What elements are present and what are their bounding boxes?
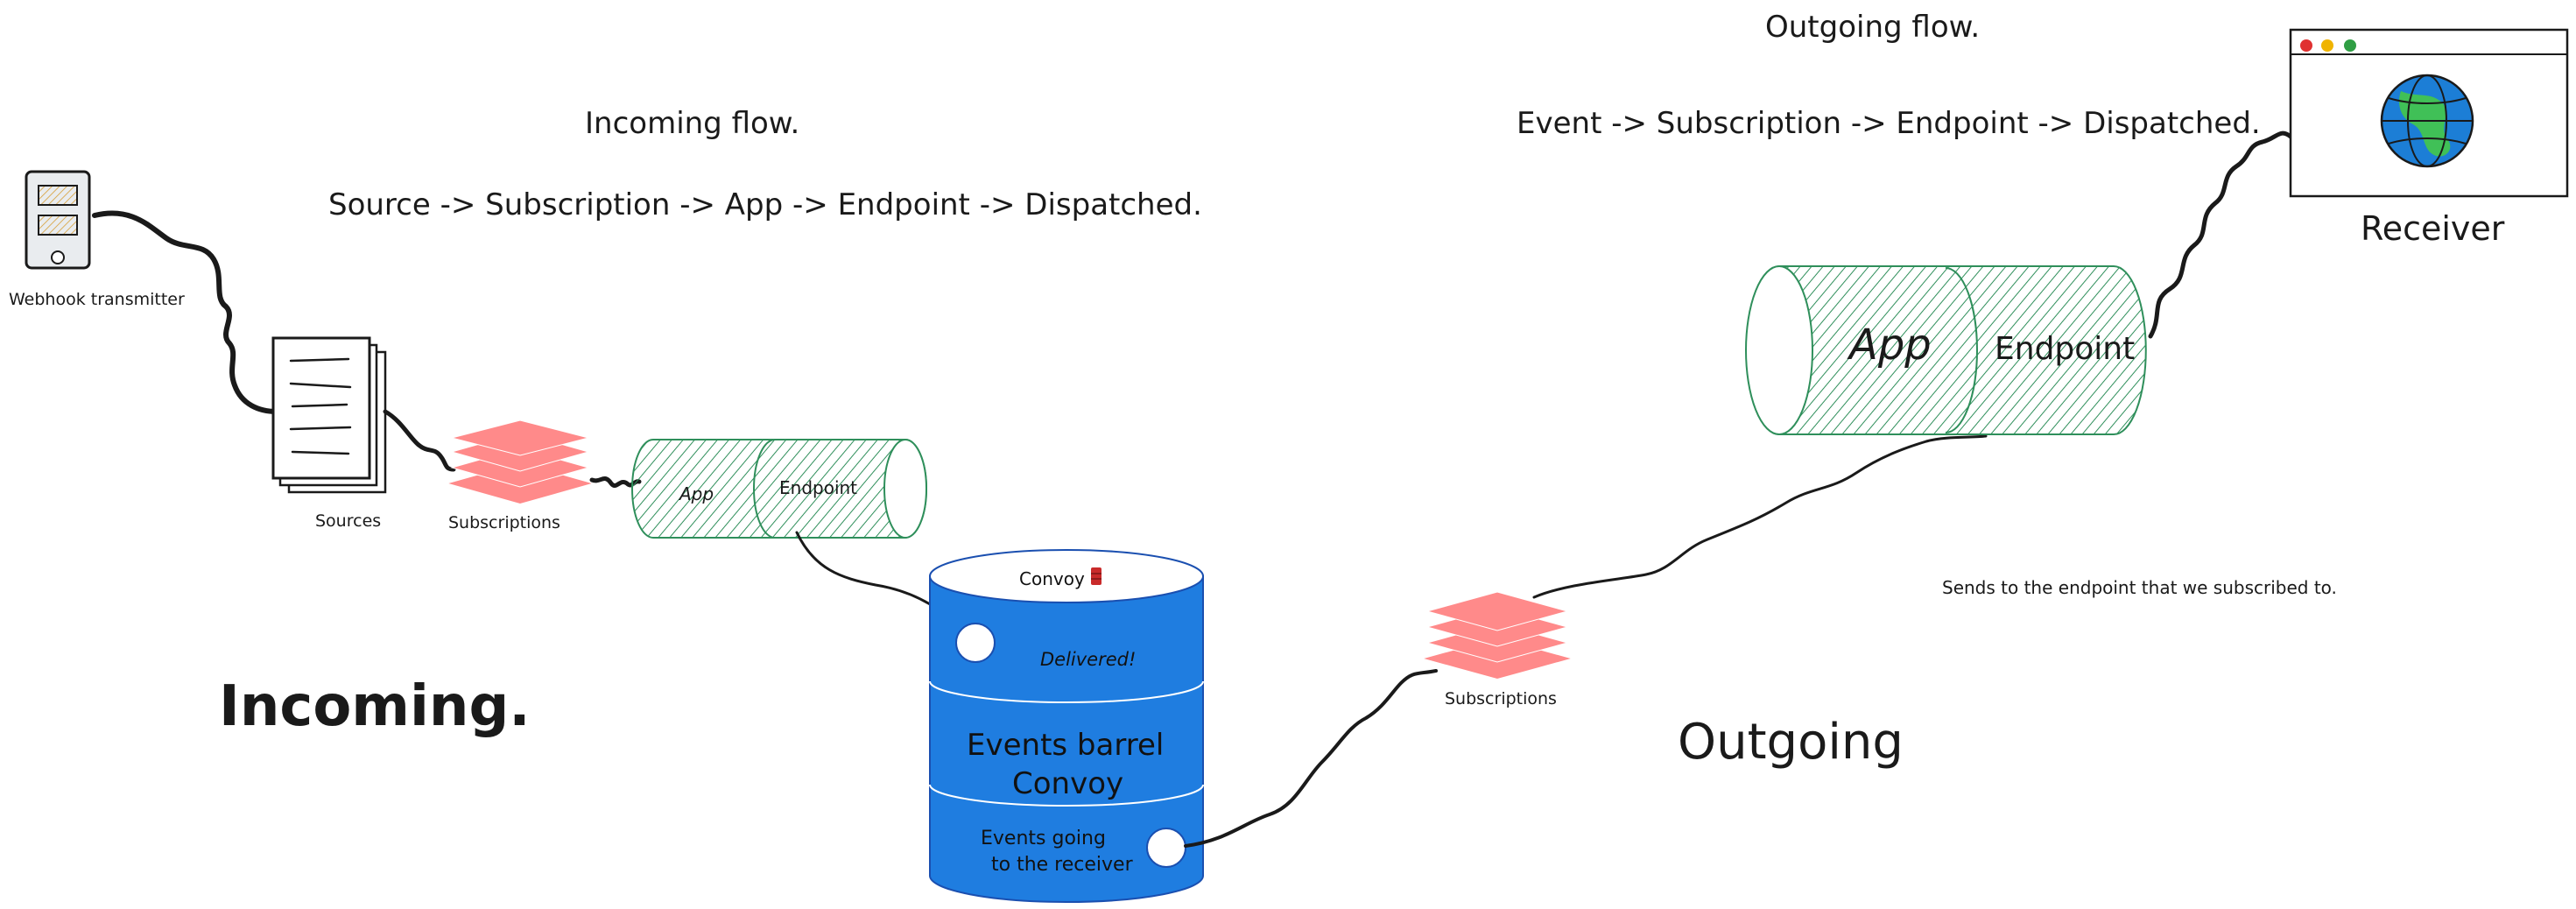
incoming-flow-title: Incoming flow. [585, 106, 799, 141]
barrel-going-line2: to the receiver [991, 854, 1134, 876]
browser-dot-red-icon [2300, 39, 2312, 52]
app-label-small: App [678, 483, 714, 504]
barrel-going-line1: Events going [981, 828, 1106, 849]
layer-stack-icon-right [1424, 591, 1571, 680]
connector-sources-subscriptions [383, 409, 456, 472]
barrel-events-line1: Events barrel [967, 728, 1164, 763]
red-barrel-icon [1091, 567, 1101, 585]
app-endpoint-pipe-small [631, 439, 927, 539]
database-barrel-icon [929, 549, 1204, 903]
globe-icon [2380, 74, 2474, 168]
connector-subscriptions-endpoint [1532, 434, 1988, 599]
barrel-delivered-label: Delivered! [1040, 649, 1136, 670]
barrel-events-line2: Convoy [1012, 766, 1123, 801]
browser-dot-yellow-icon [2321, 39, 2333, 52]
endpoint-label-large: Endpoint [1995, 331, 2135, 367]
connector-endpoint-receiver [2148, 130, 2293, 339]
app-endpoint-pipe-large [1745, 265, 2147, 435]
layer-stack-icon [448, 419, 592, 504]
outgoing-flow-title: Outgoing flow. [1765, 10, 1980, 45]
connector-barrel-subscriptions [1184, 669, 1438, 848]
incoming-flow-path: Source -> Subscription -> App -> Endpoin… [328, 187, 1202, 222]
browser-dot-green-icon [2344, 39, 2356, 52]
sources-label: Sources [315, 511, 381, 531]
endpoint-label-small: Endpoint [779, 477, 857, 498]
barrel-top-label: Convoy [1019, 568, 1085, 589]
incoming-heading: Incoming. [219, 674, 531, 739]
app-label-large: App [1847, 321, 1932, 370]
receiver-label: Receiver [2361, 209, 2505, 248]
outgoing-heading: Outgoing [1678, 714, 1904, 771]
subscriptions-left-label: Subscriptions [448, 513, 560, 532]
webhook-transmitter-label: Webhook transmitter [9, 290, 185, 309]
outgoing-flow-path: Event -> Subscription -> Endpoint -> Dis… [1517, 106, 2261, 141]
connector-transmitter-sources [92, 210, 279, 414]
subscriptions-right-label: Subscriptions [1445, 689, 1557, 708]
document-stack-icon [271, 336, 387, 494]
sends-note: Sends to the endpoint that we subscribed… [1942, 577, 2337, 598]
phone-device-icon [25, 170, 91, 270]
